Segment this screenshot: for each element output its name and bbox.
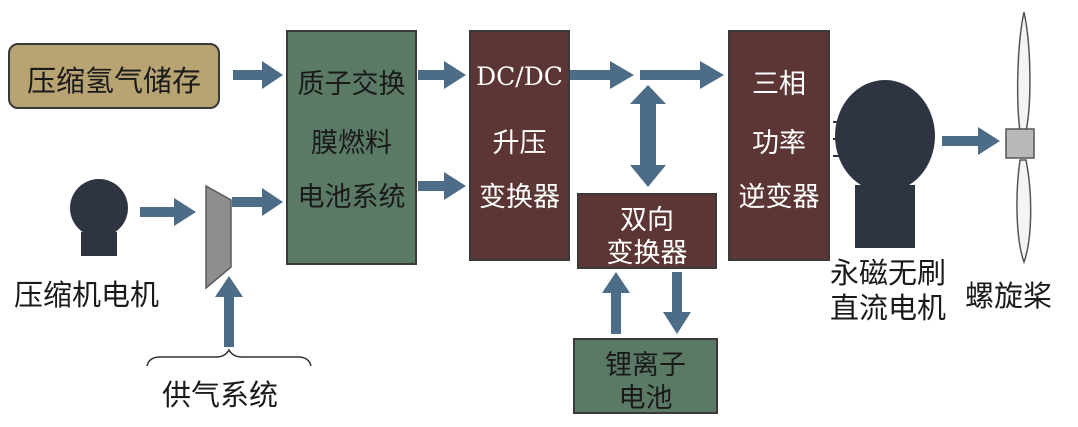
fuel-cell-line-1: 质子交换 (297, 69, 406, 100)
flow-arrows (140, 61, 1000, 347)
compressor-motor-label: 压缩机电机 (14, 278, 160, 312)
dcdc-line-1: DC/DC (476, 62, 563, 91)
inverter-box: 三相 功率 逆变器 (728, 30, 830, 261)
dcdc-line-2: 升压 (492, 128, 547, 159)
pm-motor-line-1: 永磁无刷 (830, 256, 947, 290)
fuel-cell-box: 质子交换 膜燃料 电池系统 (286, 30, 417, 265)
propeller-icon (1005, 11, 1035, 265)
compressor-motor-icon (70, 179, 128, 256)
arrow-storage-to-fuelcell (233, 61, 283, 89)
inverter-line-2: 功率 (752, 128, 806, 159)
arrow-motor-to-compressor (140, 198, 196, 226)
arrow-bidirectional-vertical (630, 85, 666, 187)
arrow-fuelcell-to-dcdc-top (418, 61, 466, 89)
fuel-cell-line-3: 电池系统 (297, 182, 406, 213)
air-supply-brace (146, 348, 312, 367)
compressor-shape (205, 184, 232, 290)
battery-line-1: 锂离子 (605, 350, 686, 381)
inverter-line-3: 逆变器 (738, 182, 820, 213)
arrow-dcdc-out (570, 61, 634, 89)
arrow-motor-to-propeller (942, 127, 1000, 155)
hydrogen-storage-box: 压缩氢气储存 (8, 43, 220, 109)
bidirectional-converter-box: 双向 变换器 (577, 193, 717, 269)
arrow-converter-to-battery (663, 272, 691, 334)
battery-line-2: 电池 (618, 383, 673, 414)
pm-motor-line-2: 直流电机 (830, 291, 947, 325)
propeller-label: 螺旋桨 (965, 279, 1053, 313)
arrow-fuelcell-to-dcdc-bottom (418, 172, 466, 200)
fuel-cell-line-2: 膜燃料 (311, 128, 392, 159)
arrow-compressor-to-fuelcell (232, 188, 283, 216)
lithium-battery-box: 锂离子 电池 (573, 338, 718, 414)
arrow-battery-to-converter (602, 272, 630, 334)
bidirectional-line-2: 变换器 (606, 238, 688, 269)
hydrogen-storage-label: 压缩氢气储存 (26, 64, 201, 98)
bidirectional-line-1: 双向 (620, 205, 674, 236)
air-supply-label: 供气系统 (162, 378, 279, 412)
arrow-to-inverter (640, 61, 724, 89)
pm-motor-icon (833, 80, 935, 248)
dcdc-line-3: 变换器 (479, 182, 560, 213)
arrow-air-supply-up (215, 276, 243, 347)
dcdc-converter-box: DC/DC 升压 变换器 (469, 30, 570, 261)
inverter-line-1: 三相 (752, 69, 806, 100)
